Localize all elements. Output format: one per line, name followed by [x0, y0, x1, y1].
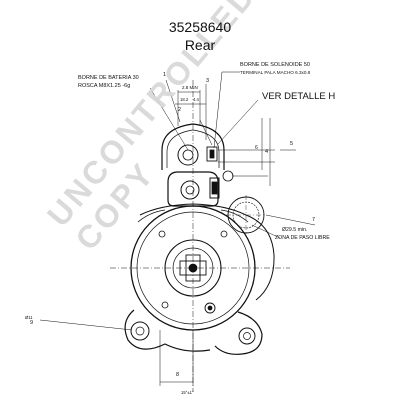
- clearance-diameter-label: Ø29.5 min.: [282, 227, 308, 233]
- battery-thread-label: ROSCA M8X1.25 -6g: [78, 83, 131, 89]
- dimension-lines: [39, 71, 316, 386]
- callout-7: 7: [312, 217, 316, 223]
- callout-9: 9: [30, 320, 34, 326]
- callout-1: 1: [163, 72, 167, 78]
- callout-2: 2: [178, 107, 182, 113]
- clearance-zone-label: ZONA DE PASO LIBRE: [275, 235, 330, 241]
- solenoid-terminal-label: BORNE DE SOLENOIDE 50: [240, 62, 310, 68]
- solenoid-spade-label: TERMINAL PALA MACHO 6.3x0.8: [240, 70, 311, 75]
- callout-3: 3: [206, 78, 210, 84]
- dimension-gap: 4.4: [193, 97, 199, 102]
- dimension-angle: 15°±1°: [181, 390, 194, 395]
- callout-8: 8: [176, 372, 180, 378]
- dimension-hole-diameter: Ø11: [25, 315, 33, 320]
- motor-housing: [130, 195, 275, 331]
- solenoid: [161, 123, 234, 207]
- see-detail-label: VER DETALLE H: [262, 91, 336, 102]
- callout-4: 4: [265, 149, 269, 155]
- mounting-flange: [124, 309, 263, 355]
- part-number: 35258640: [168, 19, 232, 35]
- view-title: Rear: [184, 37, 216, 53]
- battery-terminal-label: BORNE DE BATERIA 30: [78, 75, 139, 81]
- callout-5: 5: [290, 141, 294, 147]
- dimension-min-width: 2.8 MIN: [182, 85, 198, 90]
- dimension-offset: 18.2: [180, 97, 189, 102]
- dimension-terminal: 6: [255, 145, 258, 151]
